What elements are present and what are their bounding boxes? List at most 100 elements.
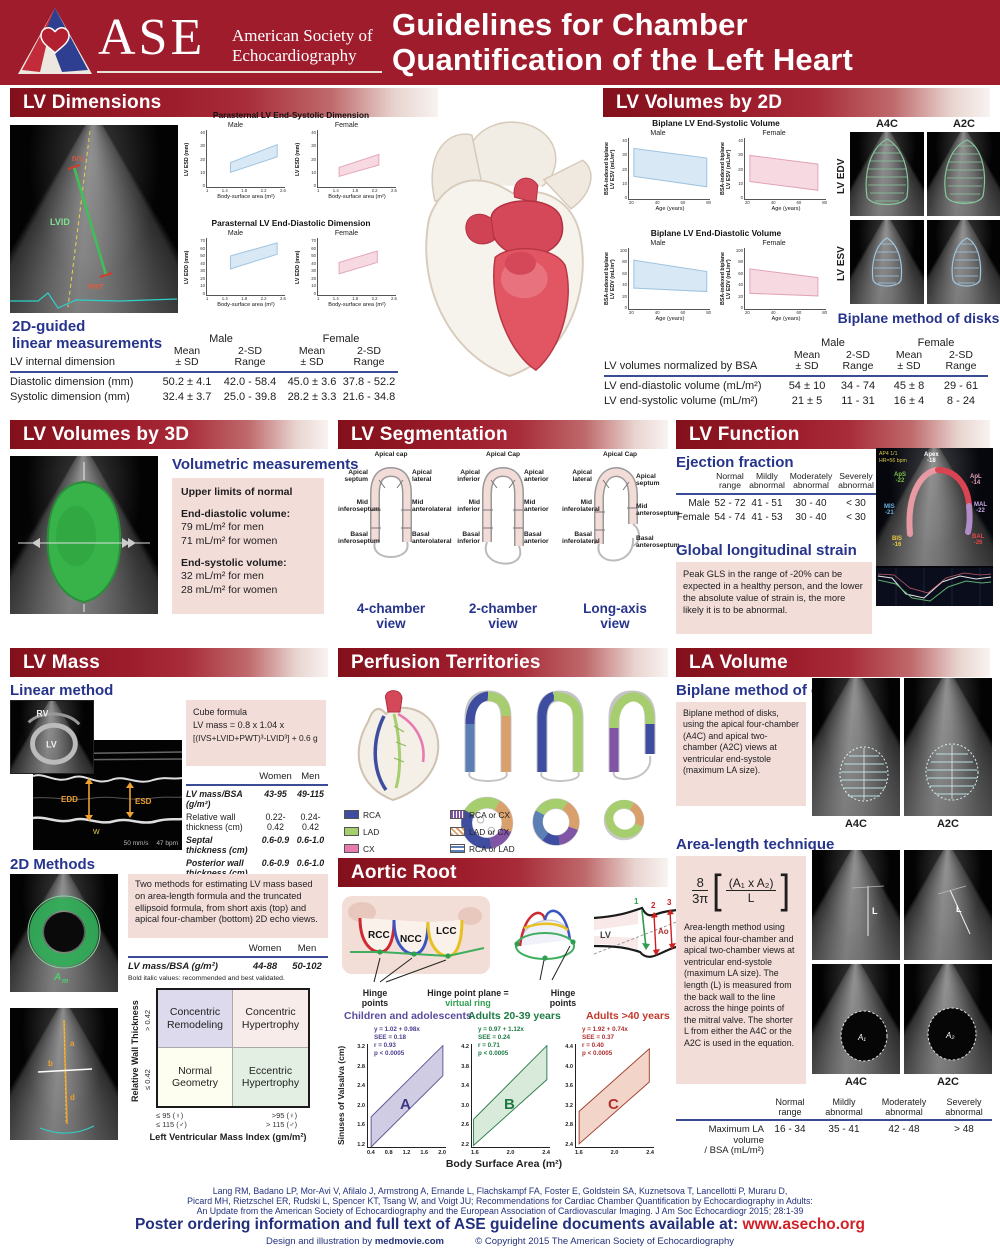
col-header: Mildly abnormal <box>816 1097 872 1122</box>
lv-esv-female-panel: Female BSA-indexed biplane LV ESV (mL/m²… <box>720 130 827 212</box>
measure-2: 2 <box>651 901 656 910</box>
panel-label: Male <box>227 122 244 129</box>
segment-label: Apical septum <box>636 473 660 487</box>
segment-label: Basal inferior <box>457 531 480 545</box>
section-lv-volumes-2d-header: LV Volumes by 2D <box>603 88 990 117</box>
3d-lv-overlay <box>18 462 150 612</box>
x-axis-label: Body-surface area (m²) <box>328 194 386 200</box>
view-caption: 2-chamber view <box>468 601 538 632</box>
row-label: Systolic dimension (mm) <box>10 391 130 404</box>
segment-label: Basal anterior <box>524 531 549 545</box>
y-axis-label: BSA-indexed biplane LV EDV (mL/m²) <box>604 252 616 306</box>
psax-inset-echo: RV LV <box>10 700 94 774</box>
asecho-link[interactable]: www.asecho.org <box>742 1216 866 1233</box>
svg-text:A: A <box>53 972 61 983</box>
row-label-lv-esv: LV ESV <box>836 246 847 282</box>
short-axis-echo: A m <box>10 874 118 992</box>
virtual-ring-label: virtual ring <box>445 998 491 1008</box>
x-axis-label: Age (years) <box>771 316 801 322</box>
segmentation-lax-view: Apical Cap Apical lateral Apical septum … <box>562 451 680 632</box>
lad-swatch <box>344 827 359 836</box>
strain-label-apl: ApL-14 <box>970 474 982 486</box>
strain-fan <box>876 448 993 566</box>
ef-table: Normal range Mildly abnormal Moderately … <box>676 471 876 524</box>
mmode-settings: 50 mm/s 47 bpm <box>124 840 178 847</box>
cell: 50-102 <box>292 961 322 973</box>
lv-edv-chart-group: Biplane LV End-Diastolic Volume Male BSA… <box>604 228 828 322</box>
cell: 41 - 53 <box>751 512 783 524</box>
row-label: Male <box>688 497 710 509</box>
medmovie-link[interactable]: medmovie.com <box>374 1236 444 1247</box>
fraction-a1a2-l: (A₁ x A₂) L <box>725 876 777 905</box>
short-axis-overlay: A m <box>27 895 101 985</box>
la-length-overlay: L <box>851 885 885 936</box>
strain-overlay <box>876 467 993 606</box>
segment-label: Mid inferolateral <box>562 499 600 513</box>
coronary-heart-illustration <box>357 690 440 802</box>
header: ASE American Society of Echocardiography… <box>0 0 1000 85</box>
cell: 16 ± 4 <box>893 395 925 408</box>
la-disks-overlay <box>839 746 889 802</box>
la-a4c-label: A4C <box>844 818 867 830</box>
strain-label-bis: BIS-16 <box>892 536 903 548</box>
cell: < 30 <box>846 512 866 524</box>
row-label: LV end-systolic volume (mL/m²) <box>604 395 758 408</box>
edv-women: 71 mL/m² for women <box>181 534 278 547</box>
col-header: Mean ± SD <box>158 345 216 373</box>
svg-text:L: L <box>956 904 962 914</box>
lv-dimensions-caption: 2D-guided linear measurements <box>12 318 163 353</box>
area-length-formula: 8 3π [ (A₁ x A₂) L ] <box>684 864 798 916</box>
esv-men: 32 mL/m² for men <box>181 570 264 583</box>
bsa-x-axis-label: Body Surface Area (m²) <box>445 1158 563 1170</box>
credits-line: Design and illustration by medmovie.com … <box>0 1236 1000 1247</box>
chart-title: Parasternal LV End-Systolic Dimension <box>212 110 370 120</box>
spacer <box>676 1117 764 1122</box>
svg-text:d: d <box>70 1093 75 1102</box>
col-header: Moderately abnormal <box>786 471 836 495</box>
cell: 54 - 74 <box>714 512 746 524</box>
cell: 52 - 72 <box>714 497 746 509</box>
y-axis-label: BSA-indexed biplane LV ESV (mL/m²) <box>604 142 616 196</box>
geometry-quadrant-chart: Concentric Remodeling Concentric Hypertr… <box>156 988 310 1108</box>
segment-label: Apical Cap <box>602 451 638 458</box>
legend-item-rca: RCA <box>344 810 450 820</box>
la-biplane-heading: Biplane method of disks <box>676 682 850 699</box>
svg-text:EDD: EDD <box>61 795 78 804</box>
territory-4ch-diagram <box>464 690 512 782</box>
esv-a4c-echo <box>850 220 924 304</box>
quadrant-y-bottom: ≤ 0.42 <box>143 1069 152 1091</box>
territory-base-ring <box>460 796 514 850</box>
strain-view-id: AP4 1/1 <box>879 451 898 457</box>
row-label: LV mass/BSA (g/m²) <box>128 961 218 973</box>
disk-trace-overlay <box>944 139 986 205</box>
la-disks-overlay <box>925 743 979 801</box>
segment-label: Apical septum <box>344 469 368 483</box>
age-group-adults-20-39: Adults 20-39 years <box>468 1010 561 1022</box>
cell: 43-95 <box>264 789 287 800</box>
col-header: 2-SD Range <box>934 349 988 377</box>
col-header: Normal range <box>712 471 748 495</box>
2d-methods-box: Two methods for estimating LV mass based… <box>128 874 328 938</box>
x-axis-label: Body-surface area (m²) <box>217 302 275 308</box>
svg-text:LV: LV <box>600 930 611 940</box>
col-header: 2-SD Range <box>340 345 398 373</box>
cell: 37.8 - 52.2 <box>342 375 396 388</box>
edv-a4c-echo <box>850 132 924 216</box>
linear-method-heading: Linear method <box>10 682 114 699</box>
segmentation-2ch-view: Apical Cap Apical inferior Apical anteri… <box>450 451 556 632</box>
lv-volumes-table: Male Female LV volumes normalized by BSA… <box>604 337 994 408</box>
segment-label: Apical Cap <box>485 451 521 458</box>
poster-title: Guidelines for Chamber Quantification of… <box>392 7 854 78</box>
y-axis-label: LV EDD (mm) <box>295 250 301 284</box>
